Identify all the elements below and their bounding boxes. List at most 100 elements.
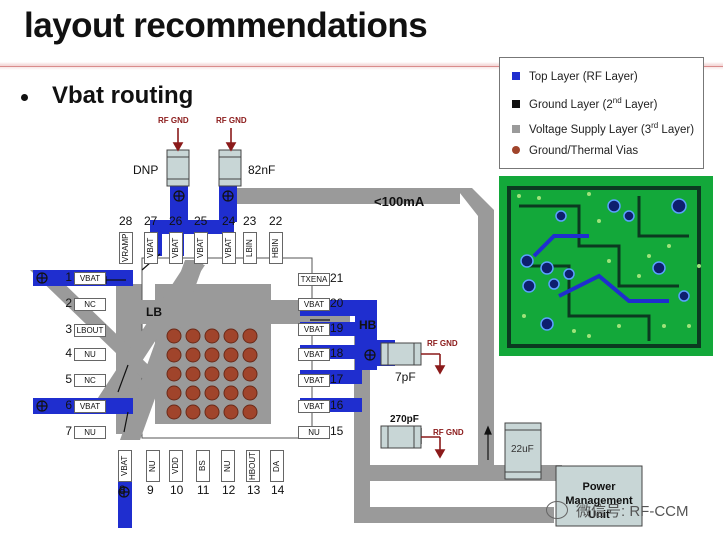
thermal-via [166, 404, 182, 420]
thermal-via [166, 347, 182, 363]
via-swatch [512, 146, 520, 154]
current-label: <100mA [374, 194, 425, 209]
legend-item-supply-layer: Voltage Supply Layer (3rd Layer) [512, 121, 694, 136]
capacitor-270pf [380, 425, 422, 449]
capacitor-7pf [380, 342, 422, 366]
pin-number-top: 28 [119, 214, 133, 228]
cap-270pf-label: 270pF [390, 414, 419, 425]
capacitor-dnp [166, 149, 190, 187]
rf-gnd-label-1: RF GND [158, 116, 189, 125]
thermal-via [185, 347, 201, 363]
pin-name-top: VBAT [169, 232, 183, 264]
pin-name-left: VBAT [74, 400, 106, 413]
thermal-via [185, 366, 201, 382]
pin-number-bottom: 9 [147, 483, 154, 497]
pin-number-left: 5 [65, 372, 72, 386]
thermal-via [223, 347, 239, 363]
pin-number-bottom: 12 [222, 483, 236, 497]
pin-number-right: 19 [330, 321, 344, 335]
pin-number-top: 24 [222, 214, 236, 228]
pcb-layout-image [499, 176, 713, 356]
title-separator-line [0, 66, 723, 67]
pin-name-left: NU [74, 426, 106, 439]
thermal-via [166, 366, 182, 382]
via-marks [36, 190, 376, 498]
pin-name-right: VBAT [298, 348, 330, 361]
pin-number-bottom: 14 [271, 483, 285, 497]
pin-number-bottom: 10 [170, 483, 184, 497]
pin-name-right: TXENA [298, 273, 330, 286]
thermal-via [166, 385, 182, 401]
thermal-via [185, 328, 201, 344]
pin-number-top: 23 [243, 214, 257, 228]
pin-name-bottom: NU [146, 450, 160, 482]
thermal-via [185, 404, 201, 420]
pin-number-right: 17 [330, 372, 344, 386]
pin-name-bottom: BS [196, 450, 210, 482]
pmu-label: Power Management Unit [565, 481, 633, 521]
pin-name-left: NC [74, 374, 106, 387]
pin-name-left: NC [74, 298, 106, 311]
pin-number-left: 6 [65, 398, 72, 412]
pin-name-right: VBAT [298, 374, 330, 387]
pin-name-right: VBAT [298, 400, 330, 413]
capacitor-22uf [504, 422, 542, 480]
cap-22uf-label: 22uF [511, 444, 534, 455]
ground-layer-swatch [512, 99, 520, 108]
lb-label: LB [146, 305, 162, 319]
slide-title: layout recommendations [24, 6, 428, 45]
pin-name-left: VBAT [74, 272, 106, 285]
wechat-icon [546, 501, 568, 519]
watermark: 微信号: RF-CCM [546, 500, 689, 521]
pin-name-bottom: DA [270, 450, 284, 482]
thermal-via [204, 404, 220, 420]
pin-number-left: 3 [65, 322, 72, 336]
pin-name-bottom: HBOUT [246, 450, 260, 482]
pin-number-right: 16 [330, 398, 344, 412]
pin-name-top: VRAMP [119, 232, 133, 264]
bullet-dot [21, 94, 28, 101]
pin-name-top: VBAT [222, 232, 236, 264]
legend-item-top-layer: Top Layer (RF Layer) [512, 71, 638, 83]
thermal-via [204, 385, 220, 401]
pin-number-right: 20 [330, 296, 344, 310]
pin-number-left: 2 [65, 296, 72, 310]
thermal-via [223, 404, 239, 420]
pin-name-top: VBAT [144, 232, 158, 264]
pin-name-right: NU [298, 426, 330, 439]
thermal-via [204, 366, 220, 382]
cap-7pf-label: 7pF [395, 370, 416, 384]
pin-number-right: 21 [330, 271, 344, 285]
layer-legend: Top Layer (RF Layer) Ground Layer (2nd L… [499, 57, 704, 169]
thermal-via [242, 328, 258, 344]
pin-name-bottom: NU [221, 450, 235, 482]
pin-number-bottom: 13 [247, 483, 261, 497]
pin-name-top: LBIN [243, 232, 257, 264]
hb-label: HB [359, 318, 377, 332]
thermal-via [185, 385, 201, 401]
power-management-unit [555, 465, 643, 527]
bullet-text: Vbat routing [52, 82, 194, 109]
thermal-via [223, 385, 239, 401]
rf-gnd-arrows [172, 128, 446, 459]
pin-name-right: VBAT [298, 323, 330, 336]
pin-name-top: HBIN [269, 232, 283, 264]
rf-gnd-label-2: RF GND [216, 116, 247, 125]
pin-name-left: NU [74, 348, 106, 361]
thermal-via [223, 366, 239, 382]
cap-82nf-label: 82nF [248, 163, 276, 177]
thermal-via [166, 328, 182, 344]
legend-item-ground-layer: Ground Layer (2nd Layer) [512, 96, 657, 111]
pin-number-top: 27 [144, 214, 158, 228]
pin-name-right: VBAT [298, 298, 330, 311]
thermal-via [204, 328, 220, 344]
thermal-via [223, 328, 239, 344]
pin-number-top: 25 [194, 214, 208, 228]
thermal-via [242, 347, 258, 363]
pin-number-left: 4 [65, 346, 72, 360]
dnp-label: DNP [133, 163, 159, 177]
supply-layer-swatch [512, 124, 520, 133]
top-layer-swatch [512, 72, 520, 80]
thermal-via [242, 366, 258, 382]
pin-number-bottom: 11 [197, 483, 210, 497]
